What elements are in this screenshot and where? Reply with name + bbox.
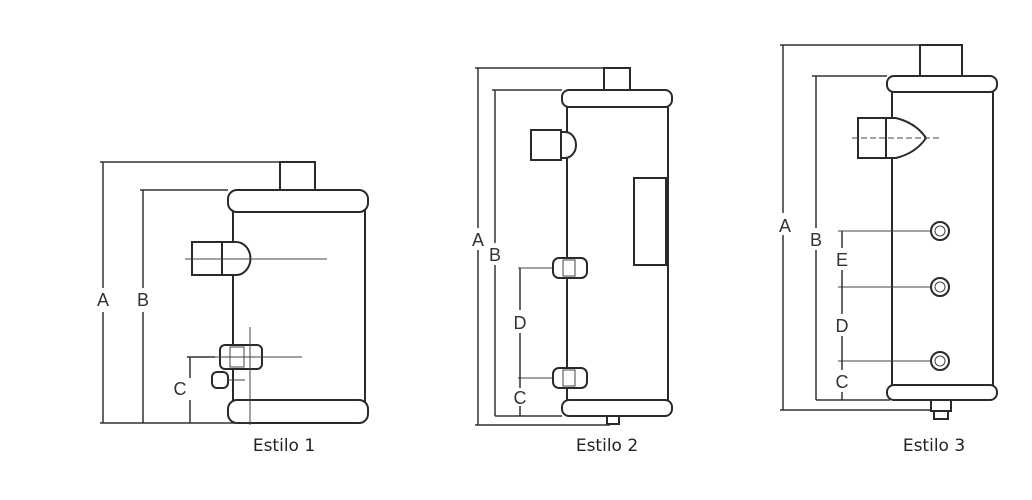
dimension-b-label: B xyxy=(489,245,501,265)
dimension-c-label: C xyxy=(174,379,187,399)
bottom-cap xyxy=(227,399,369,424)
top-cap xyxy=(886,75,998,93)
drain xyxy=(606,415,620,425)
flue-outlet xyxy=(279,161,316,191)
dimension-e-label: E xyxy=(836,250,848,270)
style-3-caption: Estilo 3 xyxy=(903,436,965,456)
drain-valve xyxy=(933,410,949,420)
fitting-upper xyxy=(930,221,950,241)
dimension-a-label: A xyxy=(472,230,484,250)
flue-outlet xyxy=(603,67,631,91)
drain-fitting xyxy=(211,371,229,389)
bottom-cap xyxy=(886,384,998,401)
top-cap xyxy=(227,189,369,213)
access-panel xyxy=(633,177,667,266)
bottom-cap xyxy=(561,399,673,417)
tank-body xyxy=(232,204,366,406)
style-1-caption: Estilo 1 xyxy=(253,436,315,456)
dimension-a-label: A xyxy=(97,290,109,310)
inlet-fitting xyxy=(530,129,562,161)
fitting-lower xyxy=(552,367,588,389)
dimension-d-label: D xyxy=(514,313,527,333)
dimension-c-label: C xyxy=(514,388,527,408)
dimension-d-label: D xyxy=(836,316,849,336)
dimension-c-label: C xyxy=(836,372,849,392)
style-3-drawing: A B E D C Estilo 3 xyxy=(779,44,998,456)
style-1-drawing: A B C Estilo 1 xyxy=(97,161,369,456)
style-2-drawing: A B D C Estilo 2 xyxy=(472,67,673,456)
drain xyxy=(930,399,952,412)
dimension-b-label: B xyxy=(810,230,822,250)
top-cap xyxy=(561,89,673,108)
style-2-caption: Estilo 2 xyxy=(576,436,638,456)
flue-outlet xyxy=(919,44,963,77)
fitting-upper xyxy=(552,257,588,279)
fitting-middle xyxy=(930,277,950,297)
fitting-lower xyxy=(930,351,950,371)
dimension-a-label: A xyxy=(779,216,791,236)
dimension-b-label: B xyxy=(137,290,149,310)
